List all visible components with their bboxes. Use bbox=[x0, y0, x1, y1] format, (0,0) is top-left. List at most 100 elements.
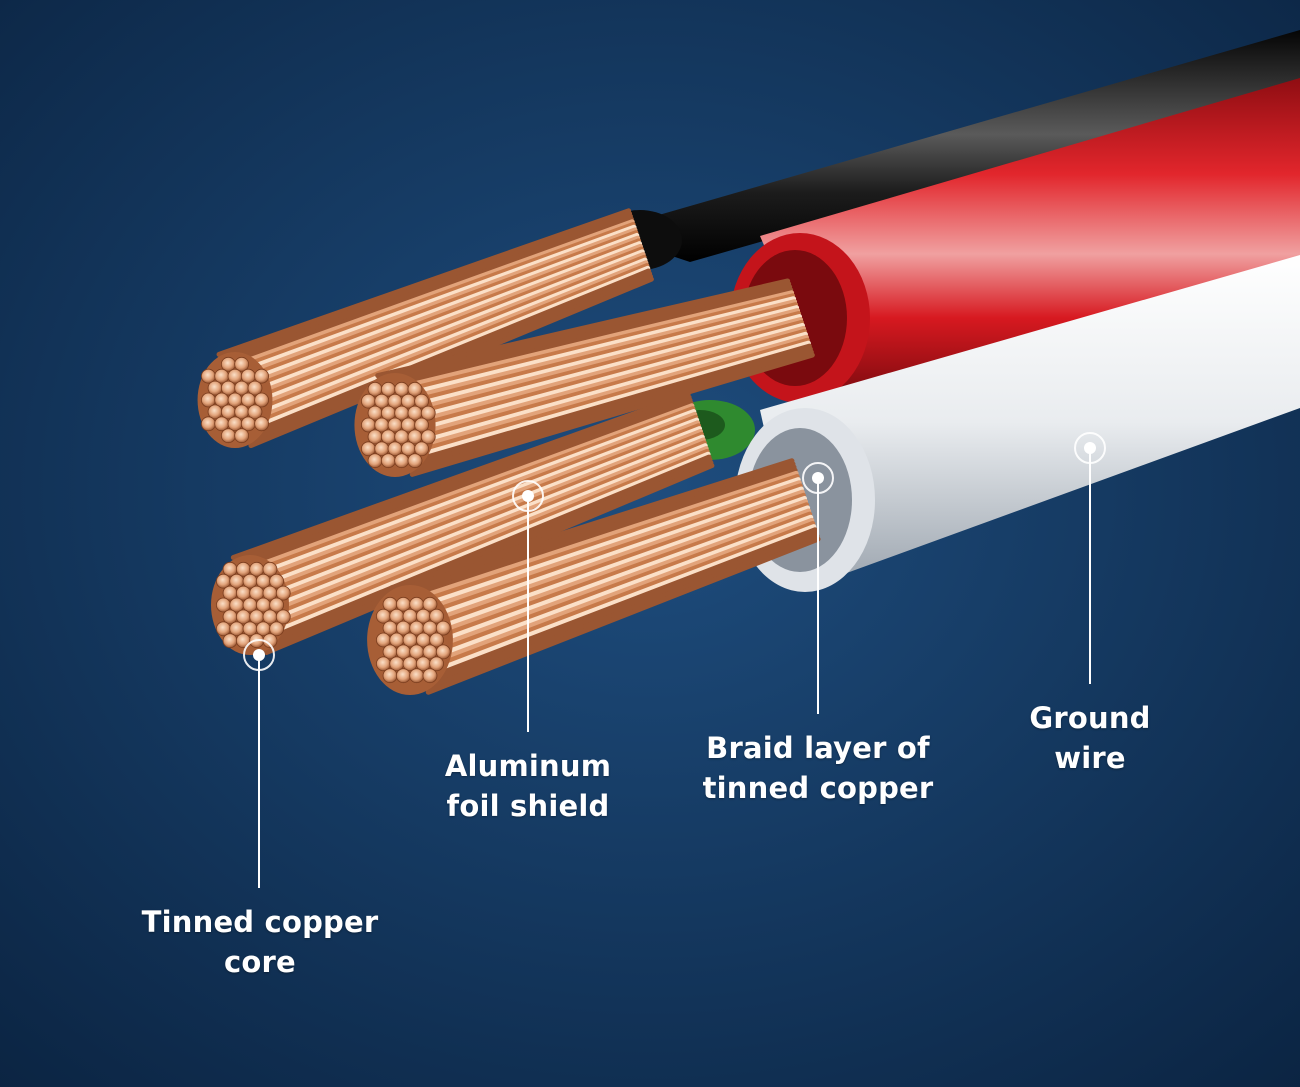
copper-strand bbox=[394, 319, 804, 434]
strand-end bbox=[407, 453, 423, 469]
strand-end bbox=[254, 416, 270, 432]
strand-end bbox=[254, 368, 270, 384]
copper-strand bbox=[252, 437, 706, 621]
strand-end bbox=[420, 405, 436, 421]
strand-end bbox=[435, 620, 451, 636]
copper-strand bbox=[246, 426, 703, 606]
strand-end bbox=[435, 644, 451, 660]
copper-strand bbox=[415, 514, 814, 666]
copper-strand bbox=[224, 224, 637, 379]
copper-strand bbox=[395, 322, 805, 438]
copper-strand bbox=[239, 257, 648, 423]
copper-strand bbox=[387, 305, 800, 414]
bundle-back-left bbox=[197, 208, 654, 449]
bundle-front-right bbox=[367, 458, 821, 695]
copper-strand bbox=[237, 406, 696, 579]
strand-end bbox=[200, 416, 216, 432]
callout-braid-layer-marker bbox=[802, 462, 834, 714]
copper-strand bbox=[249, 431, 704, 614]
copper-strand bbox=[231, 241, 643, 401]
copper-strand bbox=[228, 232, 640, 390]
strand-end bbox=[407, 381, 423, 397]
copper-strand bbox=[377, 284, 793, 387]
copper-strand bbox=[422, 530, 819, 687]
label-braid-layer: Braid layer of tinned copper bbox=[688, 728, 948, 808]
copper-strand bbox=[395, 470, 799, 607]
copper-strand bbox=[230, 238, 642, 398]
copper-strand bbox=[390, 461, 796, 595]
strand-end bbox=[220, 428, 236, 444]
copper-strand bbox=[397, 325, 806, 442]
copper-strand bbox=[221, 219, 635, 372]
label-line: Braid layer of bbox=[706, 731, 930, 765]
label-tinned-copper-core: Tinned copper core bbox=[130, 902, 390, 982]
copper-strand bbox=[219, 213, 633, 365]
copper-strand bbox=[260, 454, 712, 644]
copper-strand bbox=[392, 464, 797, 599]
copper-strand bbox=[253, 440, 707, 625]
copper-strand bbox=[379, 287, 794, 390]
copper-strand bbox=[408, 499, 809, 645]
copper-strand bbox=[383, 296, 797, 402]
copper-strand bbox=[389, 308, 801, 418]
copper-strand bbox=[399, 480, 802, 620]
copper-strand bbox=[240, 260, 649, 427]
copper-strand bbox=[244, 420, 701, 598]
strand-end bbox=[247, 380, 263, 396]
copper-strand bbox=[220, 216, 634, 368]
strand-end bbox=[254, 392, 270, 408]
copper-strand bbox=[393, 467, 798, 603]
copper-strand bbox=[406, 495, 807, 641]
strand-end bbox=[420, 429, 436, 445]
copper-strand bbox=[254, 443, 708, 629]
copper-strand bbox=[233, 397, 693, 568]
copper-strand bbox=[393, 316, 803, 430]
copper-strand bbox=[400, 483, 803, 624]
bundle-back-right bbox=[354, 278, 815, 477]
copper-strand bbox=[232, 394, 692, 564]
copper-strand bbox=[411, 505, 811, 653]
strand-end bbox=[262, 561, 278, 577]
copper-strand bbox=[234, 400, 694, 572]
copper-strand bbox=[421, 527, 818, 683]
strand-end bbox=[414, 417, 430, 433]
strand-end bbox=[382, 668, 398, 684]
copper-strand bbox=[236, 403, 695, 576]
copper-strand bbox=[402, 337, 810, 458]
copper-strand bbox=[229, 235, 641, 394]
copper-strand bbox=[386, 302, 799, 410]
strand-end bbox=[422, 596, 438, 612]
copper-strand bbox=[226, 230, 639, 387]
label-line: Aluminum bbox=[444, 749, 612, 783]
strand-end bbox=[222, 633, 238, 649]
copper-strand bbox=[238, 408, 697, 583]
copper-strand bbox=[245, 271, 653, 441]
copper-strand bbox=[384, 299, 798, 406]
copper-strand bbox=[382, 293, 796, 398]
strand-end bbox=[414, 441, 430, 457]
label-aluminum-foil-shield: Aluminum foil shield bbox=[408, 746, 648, 826]
copper-strand bbox=[256, 446, 709, 633]
copper-strand bbox=[391, 314, 803, 426]
copper-strand bbox=[242, 417, 700, 595]
copper-strand bbox=[217, 211, 633, 361]
copper-strand bbox=[405, 343, 812, 466]
copper-strand bbox=[412, 508, 812, 658]
copper-strand bbox=[403, 489, 805, 633]
copper-strand bbox=[243, 265, 651, 434]
strand-end bbox=[414, 393, 430, 409]
strand-end bbox=[234, 356, 250, 372]
copper-strand bbox=[400, 331, 808, 450]
copper-strand bbox=[404, 340, 811, 462]
copper-strand bbox=[250, 434, 705, 617]
copper-strand bbox=[234, 246, 644, 408]
copper-strand bbox=[244, 268, 652, 438]
callout-ground-wire-marker bbox=[1074, 432, 1106, 684]
copper-strand bbox=[398, 328, 807, 446]
label-line: foil shield bbox=[446, 789, 610, 823]
copper-strand bbox=[408, 349, 814, 473]
strand-end bbox=[367, 453, 383, 469]
copper-strand bbox=[418, 521, 816, 674]
copper-strand bbox=[402, 486, 804, 628]
